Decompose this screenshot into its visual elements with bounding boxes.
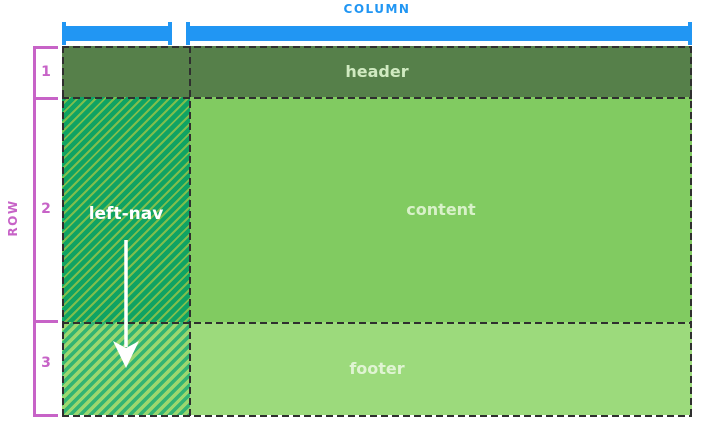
- row-bracket-tick: [36, 414, 58, 417]
- row-bracket-line: [33, 46, 36, 417]
- row-bracket-tick: [36, 320, 58, 323]
- grid-line-top: [62, 46, 692, 48]
- row-axis-label: ROW: [6, 199, 20, 237]
- grid-line-left: [62, 46, 64, 417]
- footer-area-label: footer: [349, 359, 405, 378]
- grid-line-row1-row2: [62, 97, 692, 99]
- row-number-1: 1: [41, 64, 51, 80]
- grid-line-col1-col2: [189, 46, 191, 417]
- row-number-2: 2: [41, 201, 51, 217]
- column-bracket-cap: [168, 22, 172, 45]
- grid-line-right: [690, 46, 692, 417]
- content-area: [190, 97, 692, 322]
- row-bracket-tick: [36, 46, 58, 49]
- column-bracket-cap: [688, 22, 692, 45]
- row-number-3: 3: [41, 355, 51, 371]
- column-bracket-segment-1: [62, 26, 172, 41]
- header-area-label: header: [345, 62, 409, 81]
- column-bracket-segment-2: [186, 26, 692, 41]
- column-bracket-cap: [62, 22, 66, 45]
- left-nav-area-label: left-nav: [88, 204, 164, 224]
- content-area-label: content: [406, 200, 476, 219]
- grid-line-bottom: [62, 415, 692, 417]
- column-bracket-cap: [186, 22, 190, 45]
- grid-line-row2-row3: [62, 322, 692, 324]
- column-axis-label: COLUMN: [343, 2, 411, 16]
- header-area: [62, 46, 692, 97]
- row-bracket-tick: [36, 97, 58, 100]
